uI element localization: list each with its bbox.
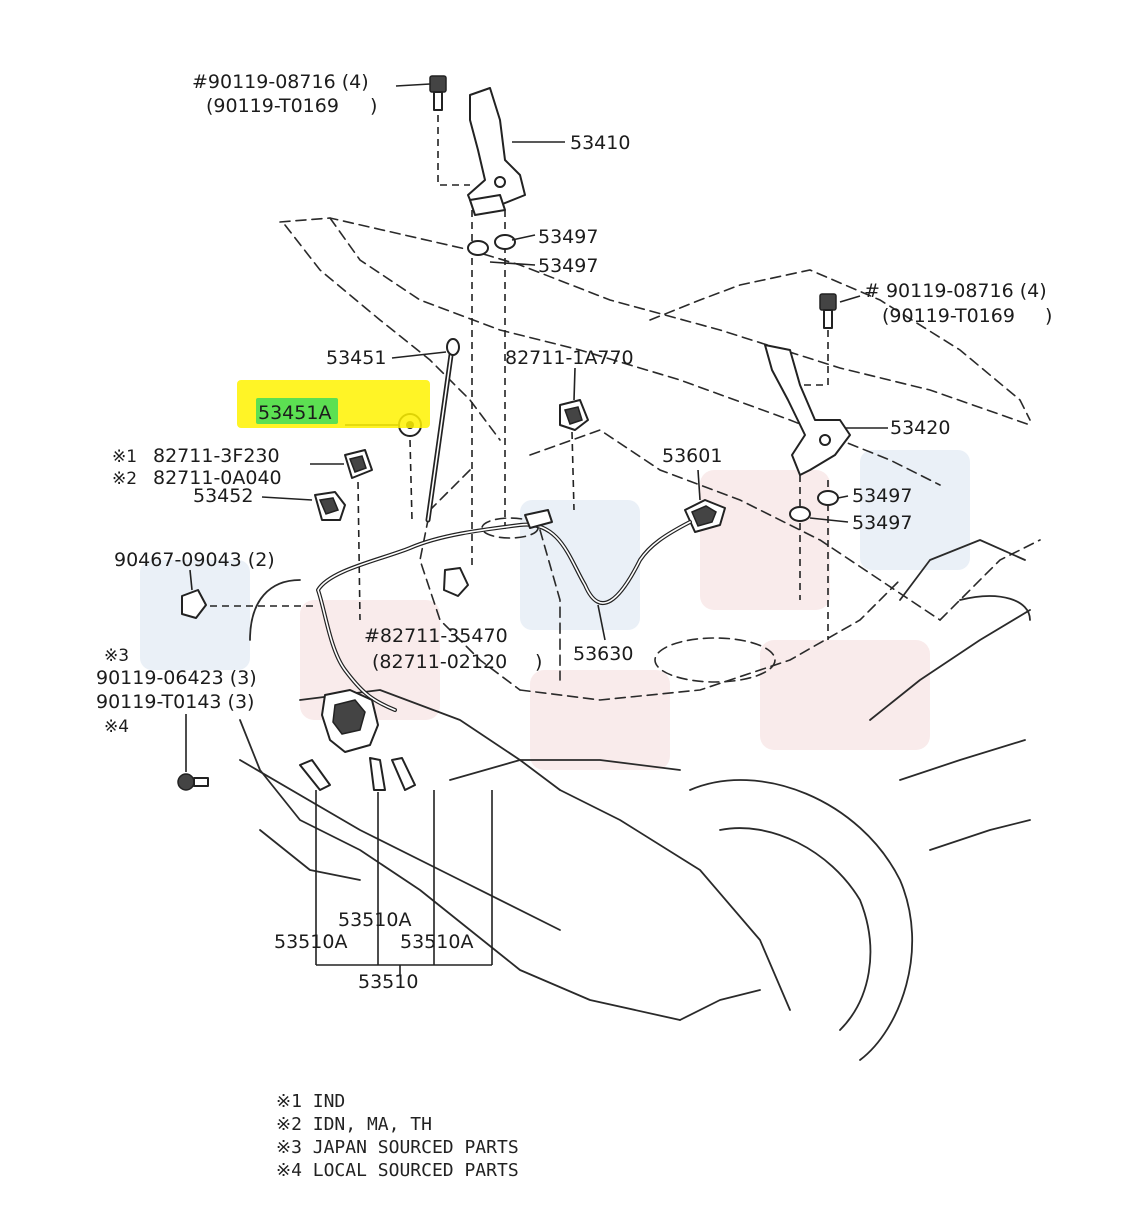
label-top-bolt-b: (90119-T0169 [206, 95, 339, 117]
label-bolt-clip: 90467-09043 (2) [114, 549, 275, 571]
label-right-bolt-a: # 90119-08716 (4) [864, 280, 1047, 302]
label-clip-1-mark: ※1 [112, 447, 137, 467]
label-top-bolt-a: #90119-08716 (4) [192, 71, 369, 93]
label-clip-2-mark: ※2 [112, 469, 137, 489]
label-lock-a1: 53510A [338, 909, 411, 931]
footnote-3: ※3 JAPAN SOURCED PARTS [276, 1137, 519, 1158]
bolt-lower-icon [177, 773, 209, 791]
footnote-4: ※4 LOCAL SOURCED PARTS [276, 1160, 519, 1181]
bolt-clip-icon [181, 589, 207, 619]
label-bolt-4: 90119-T0143 (3) [96, 691, 254, 713]
label-bolt-3: 90119-06423 (3) [96, 667, 257, 689]
clip-top-guide [571, 431, 575, 511]
watermark [140, 450, 970, 770]
label-washer-3: 53497 [852, 485, 912, 507]
cable-clamp-icon [684, 499, 726, 533]
label-cable: 53630 [573, 643, 633, 665]
label-hinge-right: 53420 [890, 417, 950, 439]
hood-support-rod [425, 338, 460, 523]
label-cable-clamp: 53601 [662, 445, 722, 467]
hood-hinge-right [764, 344, 851, 476]
label-support-rod: 53451 [326, 347, 386, 369]
label-note3-mark: ※3 [104, 646, 129, 666]
hinge-right-guide [799, 330, 829, 640]
leader-lines [185, 83, 888, 975]
car-body-outline [279, 217, 1041, 701]
label-hinge-left: 53410 [570, 132, 630, 154]
cushion-guide [409, 439, 413, 521]
label-lock-a2: 53510A [274, 931, 347, 953]
label-clip-1: 82711-3F230 [153, 445, 280, 467]
label-right-bolt-paren: ) [1045, 305, 1052, 327]
label-right-bolt-b: (90119-T0169 [882, 305, 1015, 327]
label-washer-2: 53497 [538, 255, 598, 277]
label-lock: 53510 [358, 971, 418, 993]
label-cushion: 53451A [258, 402, 331, 424]
footnote-2: ※2 IDN, MA, TH [276, 1114, 432, 1135]
clip-mid-icon [443, 567, 469, 597]
clip-1-icon [344, 449, 373, 479]
hinge-left-guide [471, 210, 506, 570]
washer-icons-right [789, 490, 839, 522]
holder-icon [314, 491, 346, 521]
label-clip-top: 82711-1A770 [505, 347, 634, 369]
clip-1-guide [357, 481, 361, 621]
hood-release-cable [316, 509, 692, 712]
label-washer-4: 53497 [852, 512, 912, 534]
label-clip-mid-a: #82711-35470 [364, 625, 508, 647]
clip-top-icon [559, 399, 589, 431]
footnotes: ※1 IND ※2 IDN, MA, TH ※3 JAPAN SOURCED P… [276, 1090, 519, 1182]
hood-lock-icon [321, 689, 379, 753]
hood-hinge-left [467, 87, 526, 216]
label-note4-mark: ※4 [104, 717, 129, 737]
label-clip-2: 82711-0A040 [153, 467, 282, 489]
label-washer-1: 53497 [538, 226, 598, 248]
bolt-top-right [819, 293, 837, 329]
bolt-top-left-leader [437, 115, 470, 186]
footnote-1: ※1 IND [276, 1091, 346, 1112]
label-lock-a3: 53510A [400, 931, 473, 953]
bolt-top-left [429, 75, 447, 111]
cushion-label-bg [256, 398, 338, 424]
label-holder: 53452 [193, 485, 253, 507]
label-clip-mid-b: (82711-02120 [372, 651, 507, 673]
label-top-bolt-paren: ) [370, 95, 377, 117]
lock-pieces-icons [299, 757, 416, 791]
label-clip-mid-paren: ) [535, 651, 542, 673]
part-labels: #90119-08716 (4) (90119-T0169 ) 53410 53… [96, 71, 1052, 993]
washer-icons-left [467, 234, 516, 256]
